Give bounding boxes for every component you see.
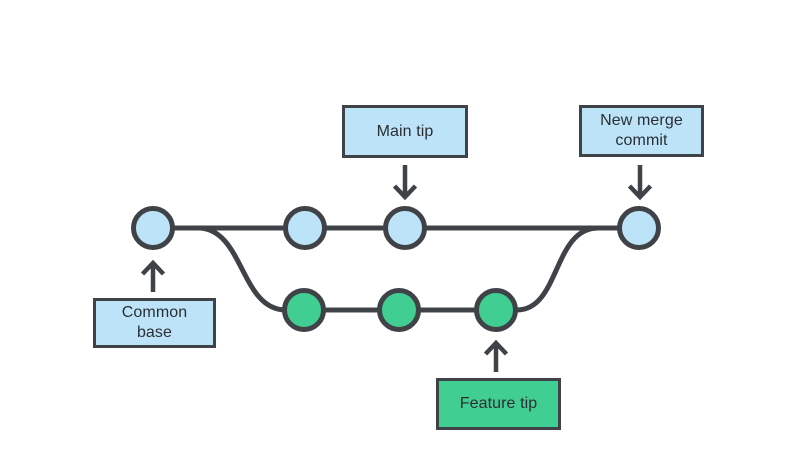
new-merge-commit-arrow-icon: [627, 165, 653, 201]
main-tip-arrow-icon: [392, 165, 418, 201]
feature-tip-arrow-icon: [483, 339, 509, 372]
new-merge-commit-label: New merge commit: [579, 105, 704, 157]
commit-node-main-tip: [383, 206, 427, 250]
main-tip-label: Main tip: [342, 105, 468, 158]
commit-node-feature-tip: [474, 288, 518, 332]
commit-node-common-base: [131, 206, 175, 250]
commit-node-main-2: [283, 206, 327, 250]
commit-node-feature-1: [282, 288, 326, 332]
feature-tip-label: Feature tip: [436, 378, 561, 430]
common-base-arrow-icon: [140, 259, 166, 292]
commit-node-feature-2: [377, 288, 421, 332]
commit-node-new-merge: [617, 206, 661, 250]
common-base-label: Common base: [93, 298, 216, 348]
